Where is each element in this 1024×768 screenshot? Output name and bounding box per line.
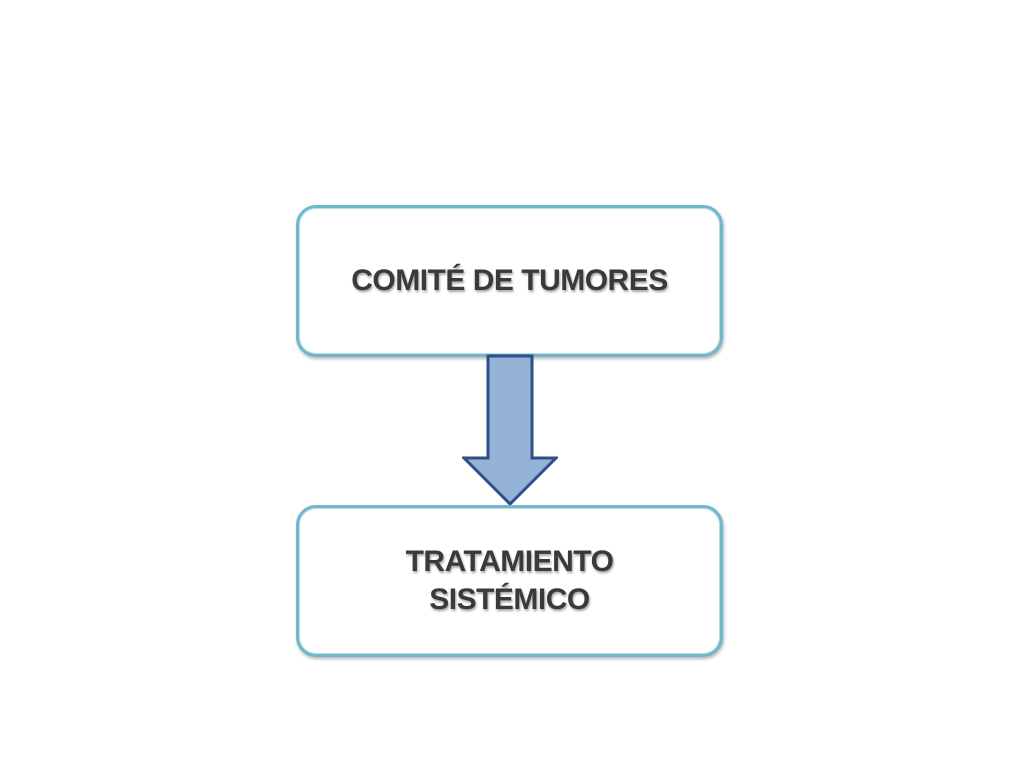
down-arrow-icon [462,354,558,506]
down-arrow-shape [462,354,558,506]
sistemico-line: SISTÉMICO [429,583,590,616]
comite-de-tumores-label: COMITÉ DE TUMORES [351,264,668,297]
tratamiento-sistemico-box: TRATAMIENTO SISTÉMICO [296,505,723,657]
comite-de-tumores-box: COMITÉ DE TUMORES [296,205,723,357]
tratamiento-sistemico-label: TRATAMIENTO SISTÉMICO [406,543,614,619]
tratamiento-line: TRATAMIENTO [405,545,614,578]
